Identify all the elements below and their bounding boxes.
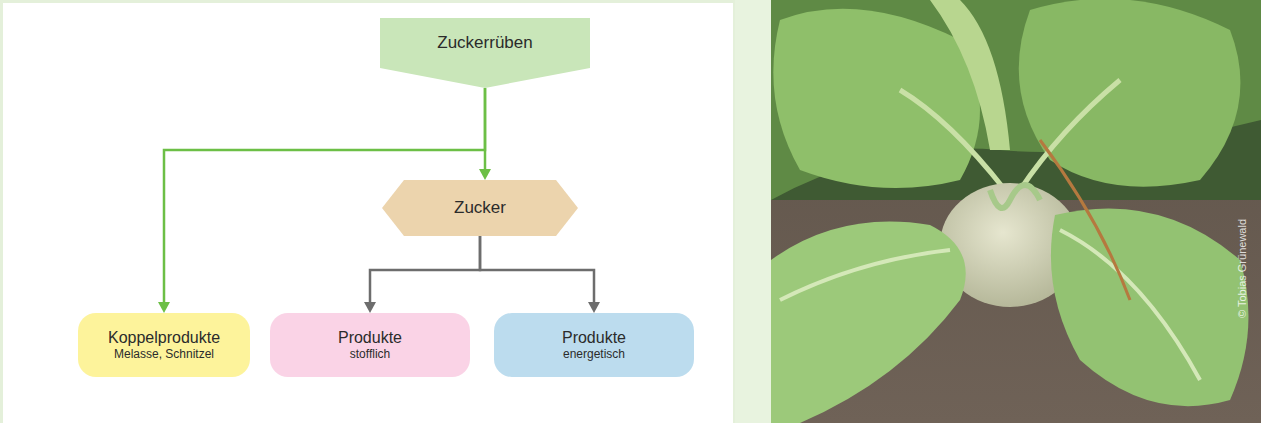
- node-subtitle: Melasse, Schnitzel: [114, 347, 214, 361]
- node-title: Zucker: [454, 198, 506, 218]
- connector-line: [480, 236, 594, 303]
- node-subtitle: stofflich: [350, 347, 390, 361]
- material-box: Produktestofflich: [270, 313, 470, 377]
- node-title: Zuckerrüben: [437, 33, 532, 53]
- flow-connector: [364, 236, 480, 313]
- sugar-beet-photo: [771, 0, 1261, 423]
- node-title: Produkte: [338, 328, 402, 347]
- product-hexagon: Zucker: [382, 180, 578, 236]
- pentagon-outline: [380, 18, 590, 88]
- photo-credit: © Tobias Grünewald: [1236, 219, 1248, 318]
- node-title: Produkte: [562, 328, 626, 347]
- coproduct-box: KoppelprodukteMelasse, Schnitzel: [78, 313, 250, 377]
- node-title: Koppelprodukte: [108, 328, 220, 347]
- arrow-head: [479, 169, 491, 180]
- connector-line: [370, 236, 480, 303]
- flow-connector: [480, 236, 600, 313]
- arrow-head: [158, 302, 170, 313]
- energy-box: Produkteenergetisch: [494, 313, 694, 377]
- source-pentagon: Zuckerrüben: [380, 18, 590, 88]
- arrow-head: [364, 302, 376, 313]
- arrow-head: [588, 302, 600, 313]
- node-subtitle: energetisch: [563, 347, 625, 361]
